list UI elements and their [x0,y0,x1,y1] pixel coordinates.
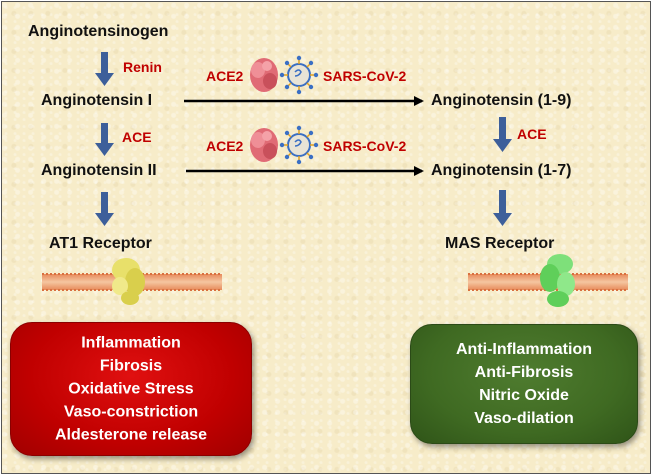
harmful-effects-box: Inflammation Fibrosis Oxidative Stress V… [10,322,252,456]
protective-effects-box: Anti-Inflammation Anti-Fibrosis Nitric O… [410,324,638,444]
down-arrow-mas [493,190,512,226]
down-arrow-ace-right [493,117,512,152]
at1-receptor-label: AT1 Receptor [49,235,152,252]
angiotensin-2-label: Anginotensin II [41,162,157,179]
effect-item: Aldesterone release [54,426,208,444]
effect-item: Nitric Oxide [479,387,569,404]
effect-item: Oxidative Stress [68,380,194,398]
angiotensinogen-label: Anginotensinogen [28,23,169,40]
mas-receptor-label: MAS Receptor [445,235,555,252]
down-arrow-ace-left [95,123,114,156]
sars-cov-2-virus-icon [279,55,319,95]
sars-cov-2-bottom-label: SARS-CoV-2 [323,138,407,154]
effect-item: Vaso-constriction [63,403,199,421]
mas-receptor-protein-icon [540,254,575,307]
ace2-protein-icon [250,58,278,92]
at1-receptor-protein-icon [112,258,145,305]
angiotensin-1-7-label: Anginotensin (1-7) [431,162,572,179]
ace-right-label: ACE [517,126,547,142]
angiotensin-1-label: Anginotensin I [41,92,153,109]
effect-item: Vaso-dilation [474,410,574,427]
renin-label: Renin [123,59,162,75]
effect-item: Inflammation [81,334,181,352]
sars-cov-2-virus-icon [279,125,319,165]
down-arrow-at1 [95,192,114,226]
down-arrow-renin [95,52,114,86]
effect-item: Anti-Fibrosis [474,364,574,381]
ace2-bottom-label: ACE2 [206,138,244,154]
sars-cov-2-top-label: SARS-CoV-2 [323,68,407,84]
angiotensin-1-9-label: Anginotensin (1-9) [431,92,572,109]
ace2-protein-icon [250,128,278,162]
ace2-top-label: ACE2 [206,68,244,84]
effect-item: Anti-Inflammation [456,341,592,358]
effect-item: Fibrosis [99,357,163,375]
ace-left-label: ACE [122,129,152,145]
